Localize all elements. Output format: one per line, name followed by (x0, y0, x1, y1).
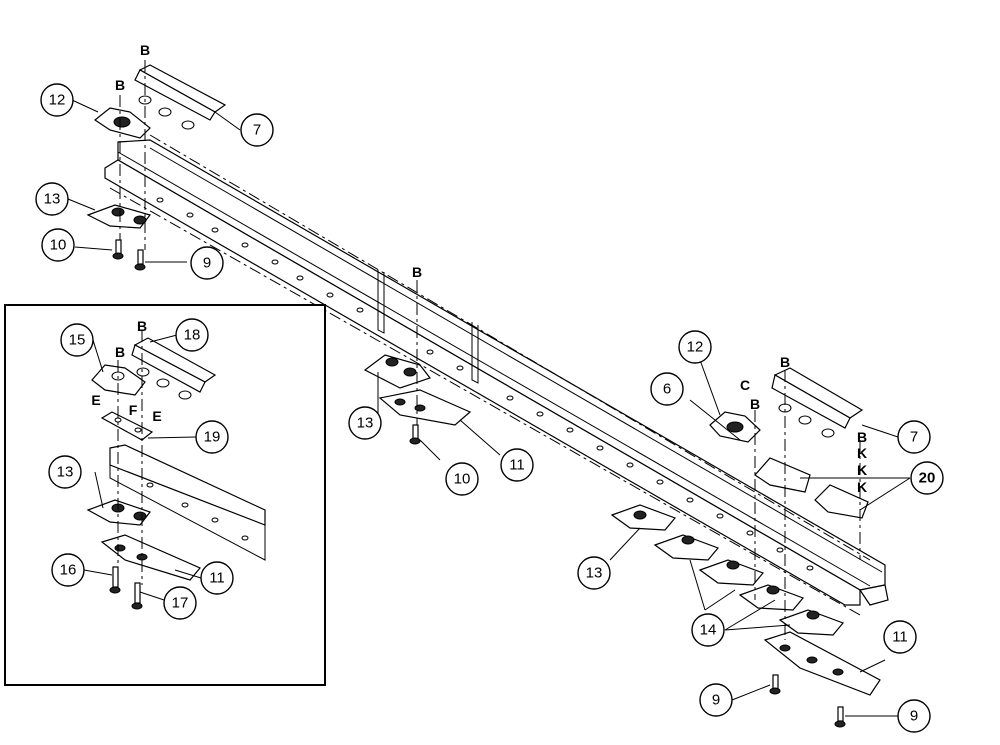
callout-11-right-label: 11 (892, 629, 908, 646)
letter-b-top-clip: B (115, 77, 125, 93)
right-assembly (609, 359, 911, 728)
callout-11-inset-label: 11 (209, 570, 225, 587)
letter-b-mid: B (412, 264, 422, 280)
bolt-9-bottom-left (772, 674, 779, 690)
letter-e-inset-right: E (152, 408, 161, 424)
callout-9-bottom-left-label: 9 (712, 692, 720, 709)
callout-12-top: 12 (40, 83, 74, 117)
knife-sections-row (610, 504, 845, 636)
bolt-10-mid (412, 424, 419, 440)
letter-b-top-guard: B (140, 42, 150, 58)
callout-10-mid-label: 10 (454, 471, 471, 488)
callout-9-bottom-left: 9 (699, 683, 733, 717)
callout-20-right: 20 (910, 461, 944, 495)
callout-10-mid: 10 (445, 462, 479, 496)
callout-15-inset: 15 (60, 323, 94, 357)
callout-9-top-label: 9 (203, 255, 211, 272)
callout-20-right-label: 20 (919, 470, 936, 487)
cutter-bar (104, 134, 889, 616)
callout-18-inset: 18 (175, 318, 209, 352)
letter-b-inset-guard: B (137, 318, 147, 334)
spacer-20-a (754, 457, 811, 493)
callout-12-top-label: 12 (49, 92, 66, 109)
letter-b-right-clip: B (750, 396, 760, 412)
letter-k-stack-3: K (857, 479, 867, 495)
callout-11-mid-label: 11 (509, 457, 525, 474)
spacer-20-b (814, 484, 869, 519)
callout-9-bottom-right: 9 (897, 699, 931, 733)
callout-7-right-label: 7 (910, 429, 918, 446)
callout-12-right-label: 12 (687, 339, 704, 356)
middle-assembly (363, 280, 501, 461)
letter-k-stack-2: K (857, 462, 867, 478)
inset-bolt-17 (134, 582, 141, 604)
cutter-bar-end (859, 584, 889, 606)
bolt-10-top (115, 239, 122, 255)
callout-11-mid: 11 (500, 448, 534, 482)
hold-down-right (763, 631, 881, 696)
inset-bolt-16 (112, 566, 119, 588)
letter-b-right-guard: B (780, 354, 790, 370)
letter-e-inset-left: E (91, 392, 100, 408)
callout-18-inset-label: 18 (184, 327, 201, 344)
callout-13-inset: 13 (48, 455, 82, 489)
callout-17-inset-label: 17 (172, 595, 189, 612)
callout-19-inset-label: 19 (204, 429, 221, 446)
letter-k-stack-1: K (857, 445, 867, 461)
callout-9-bottom-right-label: 9 (910, 708, 918, 725)
callouts: 12 7 13 10 9 15 18 19 13 16 11 17 13 10 … (35, 83, 944, 733)
callout-16-inset: 16 (51, 553, 85, 587)
callout-9-top: 9 (190, 246, 224, 280)
callout-13-inset-label: 13 (57, 464, 74, 481)
letter-b-stack: B (857, 429, 867, 445)
letter-b-inset-clip: B (115, 344, 125, 360)
callout-17-inset: 17 (163, 586, 197, 620)
callout-13-right-label: 13 (586, 565, 603, 582)
top-left-assembly (67, 60, 241, 271)
callout-6-right-label: 6 (663, 381, 671, 398)
callout-12-right: 12 (678, 330, 712, 364)
bar-holes (156, 197, 814, 571)
inset-hold-down-11 (100, 534, 201, 581)
inset-plate-19 (100, 411, 154, 441)
callout-13-mid-label: 13 (357, 415, 374, 432)
callout-15-inset-label: 15 (69, 332, 86, 349)
inset-detail (4, 304, 326, 686)
callout-7-right: 7 (897, 420, 931, 454)
callout-7-top-label: 7 (253, 122, 261, 139)
reference-letters: B B B B B E F E B C B B K K K (91, 42, 867, 495)
callout-7-top: 7 (240, 113, 274, 147)
knife-guard-mid (363, 354, 431, 389)
callout-13-right: 13 (577, 556, 611, 590)
cutter-bar-bottom-plate (104, 159, 861, 606)
callout-16-inset-label: 16 (60, 562, 77, 579)
callout-13-mid: 13 (348, 406, 382, 440)
bolt-9-bottom-right (837, 706, 844, 722)
letter-c-right-clip: C (740, 377, 750, 393)
callout-13-top-label: 13 (44, 191, 61, 208)
bolt-9-top (137, 249, 144, 265)
callout-11-right: 11 (883, 620, 917, 654)
inset-bar (109, 444, 266, 526)
callout-14-right: 14 (691, 613, 725, 647)
callout-10-top-label: 10 (50, 237, 67, 254)
callout-11-inset: 11 (200, 561, 234, 595)
callout-6-right: 6 (650, 372, 684, 406)
callout-19-inset: 19 (195, 420, 229, 454)
letter-f-inset: F (129, 402, 138, 418)
callout-13-top: 13 (35, 182, 69, 216)
callout-10-top: 10 (41, 228, 75, 262)
callout-14-right-label: 14 (700, 622, 717, 639)
